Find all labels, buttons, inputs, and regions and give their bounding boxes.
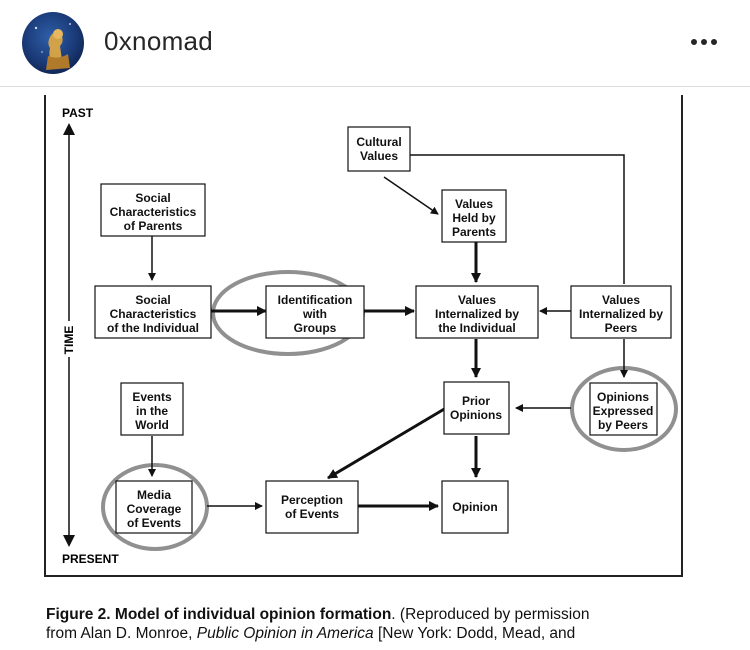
caption-text-3: [New York: Dodd, Mead, and <box>373 625 576 642</box>
figure-frame <box>44 95 683 577</box>
svg-text:Identification: Identification <box>278 293 353 307</box>
svg-text:the Individual: the Individual <box>438 321 515 335</box>
svg-text:Peers: Peers <box>605 321 638 335</box>
svg-text:Opinion: Opinion <box>452 500 497 514</box>
svg-text:Prior: Prior <box>462 394 490 408</box>
svg-text:Social: Social <box>135 293 170 307</box>
connectors <box>148 154 628 511</box>
node-values-held-by-parents: Values Held by Parents <box>441 189 507 243</box>
caption-text-1: . (Reproduced by permission <box>391 606 590 623</box>
svg-text:Groups: Groups <box>294 321 337 335</box>
svg-text:Opinions: Opinions <box>597 390 649 404</box>
node-social-characteristics-parents: Social Characteristics of Parents <box>100 183 206 237</box>
svg-text:Held by: Held by <box>452 211 496 225</box>
svg-text:of Events: of Events <box>285 507 339 521</box>
avatar-image <box>22 12 84 74</box>
svg-text:Opinions: Opinions <box>450 408 502 422</box>
svg-text:World: World <box>135 418 169 432</box>
node-media-coverage: Media Coverage of Events <box>115 480 193 534</box>
svg-text:Internalized by: Internalized by <box>579 307 663 321</box>
svg-text:by Peers: by Peers <box>598 418 648 432</box>
svg-text:Expressed: Expressed <box>593 404 654 418</box>
more-options-icon[interactable] <box>684 30 724 54</box>
svg-text:in the: in the <box>136 404 168 418</box>
time-label: TIME <box>62 326 76 355</box>
node-social-characteristics-individual: Social Characteristics of the Individual <box>94 285 212 339</box>
node-values-internalized-peers: Values Internalized by Peers <box>570 285 672 339</box>
svg-text:of the Individual: of the Individual <box>107 321 199 335</box>
username[interactable]: 0xnomad <box>104 26 214 56</box>
time-past-label: PAST <box>62 106 94 120</box>
svg-text:Characteristics: Characteristics <box>110 205 197 219</box>
svg-text:Characteristics: Characteristics <box>110 307 197 321</box>
post-header: 0xnomad <box>0 0 750 87</box>
svg-text:with: with <box>302 307 327 321</box>
node-identification-with-groups: Identification with Groups <box>265 285 365 339</box>
opinion-formation-diagram: PAST TIME PRESENT Cultural Values <box>44 95 683 577</box>
node-cultural-values: Cultural Values <box>347 126 411 172</box>
node-events-in-world: Events in the World <box>120 382 184 436</box>
node-perception-of-events: Perception of Events <box>265 480 359 534</box>
time-present-label: PRESENT <box>62 552 119 566</box>
svg-text:Parents: Parents <box>452 225 496 239</box>
highlight-circle-media <box>101 463 209 551</box>
svg-text:Cultural: Cultural <box>356 135 401 149</box>
profile-avatar[interactable] <box>22 12 84 74</box>
svg-text:Values: Values <box>458 293 496 307</box>
caption-book-title: Public Opinion in America <box>196 625 374 642</box>
svg-text:Values: Values <box>455 197 493 211</box>
svg-text:of Events: of Events <box>127 516 181 530</box>
node-opinions-expressed-peers: Opinions Expressed by Peers <box>589 382 658 436</box>
svg-text:of Parents: of Parents <box>124 219 183 233</box>
svg-text:Perception: Perception <box>281 493 343 507</box>
caption-title: Figure 2. Model of individual opinion fo… <box>46 606 392 623</box>
node-prior-opinions: Prior Opinions <box>443 381 510 435</box>
svg-text:Values: Values <box>602 293 640 307</box>
node-opinion: Opinion <box>441 480 509 534</box>
svg-text:Values: Values <box>360 149 398 163</box>
caption-text-2: from Alan D. Monroe, <box>46 625 197 642</box>
svg-text:Events: Events <box>132 390 172 404</box>
svg-text:Social: Social <box>135 191 170 205</box>
svg-text:Media: Media <box>137 488 171 502</box>
node-values-internalized-individual: Values Internalized by the Individual <box>415 285 539 339</box>
figure-caption: Figure 2. Model of individual opinion fo… <box>46 605 726 643</box>
svg-text:Internalized by: Internalized by <box>435 307 519 321</box>
time-axis: PAST TIME PRESENT <box>62 106 119 566</box>
svg-text:Coverage: Coverage <box>127 502 182 516</box>
